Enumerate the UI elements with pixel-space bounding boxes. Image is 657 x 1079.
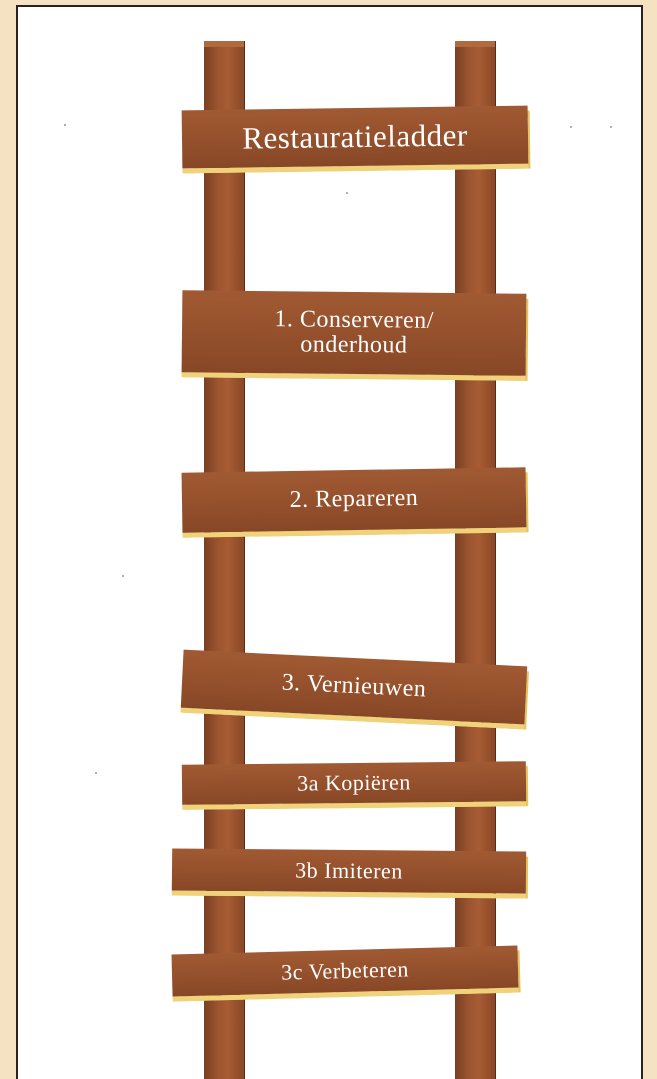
paper-speck	[122, 575, 124, 577]
rung-label: 3a Kopiëren	[297, 771, 411, 795]
ladder-title: Restauratieladder	[242, 119, 468, 155]
rung-label-line2: onderhoud	[300, 332, 407, 358]
paper-speck	[95, 772, 97, 774]
rung-label: 2. Repareren	[289, 486, 418, 513]
ladder-title-sign: Restauratieladder	[182, 106, 529, 169]
rung-label-line1: 1. Conserveren/	[274, 307, 434, 334]
rung-label: 3c Verbeteren	[281, 958, 409, 984]
rung-label: 3. Vernieuwen	[281, 671, 427, 703]
rung-label: 3b Imiteren	[295, 859, 403, 883]
diagram-frame: Restauratieladder 1. Conserveren/ onderh…	[16, 5, 643, 1079]
rung-kopieren: 3a Kopiëren	[182, 761, 526, 805]
paper-speck	[64, 124, 66, 126]
paper-speck	[570, 126, 572, 128]
ladder-left-rail	[204, 41, 244, 1079]
rung-imiteren: 3b Imiteren	[172, 848, 526, 893]
rung-conserveren: 1. Conserveren/ onderhoud	[182, 290, 527, 376]
paper-speck	[610, 126, 612, 128]
rung-repareren: 2. Repareren	[182, 467, 527, 532]
ladder-right-rail	[455, 41, 495, 1079]
paper-speck	[346, 192, 348, 194]
